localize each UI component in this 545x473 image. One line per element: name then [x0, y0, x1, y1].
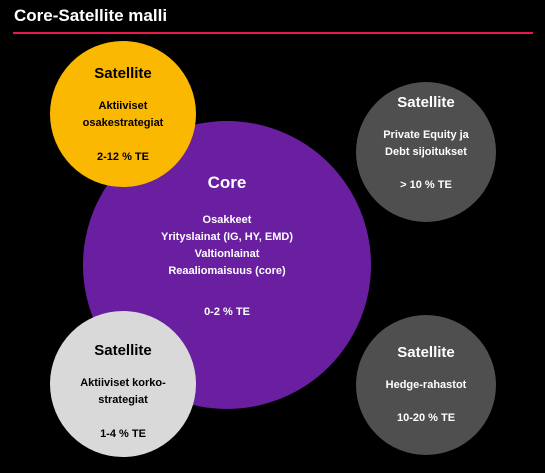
satellite-allocation: 1-4 % TE — [100, 428, 146, 440]
satellite-description: Hedge-rahastot — [356, 377, 496, 394]
satellite-line: Aktiiviset — [98, 100, 148, 112]
core-line-equities: Osakkeet — [202, 214, 252, 226]
core-line-corporate-bonds: Yrityslainat (IG, HY, EMD) — [160, 231, 294, 243]
satellite-line: osakestrategiat — [82, 117, 164, 129]
satellite-circle-active-equity: Satellite Aktiiviset osakestrategiat 2-1… — [50, 41, 196, 187]
satellite-allocation: > 10 % TE — [400, 179, 452, 191]
satellite-description: Aktiiviset osakestrategiat — [50, 98, 196, 132]
core-line-government-bonds: Valtionlainat — [194, 248, 260, 260]
satellite-heading: Satellite — [94, 342, 152, 359]
core-heading: Core — [207, 173, 247, 192]
satellite-heading: Satellite — [397, 344, 455, 361]
satellite-allocation: 2-12 % TE — [97, 151, 149, 163]
title-underline — [13, 32, 533, 34]
core-description: Osakkeet Yrityslainat (IG, HY, EMD) Valt… — [83, 212, 371, 280]
satellite-heading: Satellite — [397, 94, 455, 111]
core-allocation: 0-2 % TE — [204, 306, 250, 318]
satellite-circle-private-equity-debt: Satellite Private Equity ja Debt sijoitu… — [356, 82, 496, 222]
satellite-line: Private Equity ja — [383, 129, 469, 141]
satellite-description: Aktiiviset korko- strategiat — [50, 375, 196, 409]
satellite-circle-hedge-funds: Satellite Hedge-rahastot 10-20 % TE — [356, 315, 496, 455]
satellite-circle-active-fixed-income: Satellite Aktiiviset korko- strategiat 1… — [50, 311, 196, 457]
page-title: Core-Satellite malli — [14, 6, 168, 25]
satellite-allocation: 10-20 % TE — [396, 412, 456, 424]
satellite-line: strategiat — [98, 394, 148, 406]
satellite-description: Private Equity ja Debt sijoitukset — [356, 127, 496, 161]
satellite-line: Aktiiviset korko- — [80, 377, 166, 389]
satellite-line: Hedge-rahastot — [385, 379, 467, 391]
core-line-real-assets: Reaaliomaisuus (core) — [168, 265, 286, 277]
satellite-heading: Satellite — [94, 65, 152, 82]
satellite-line: Debt sijoitukset — [385, 146, 467, 158]
